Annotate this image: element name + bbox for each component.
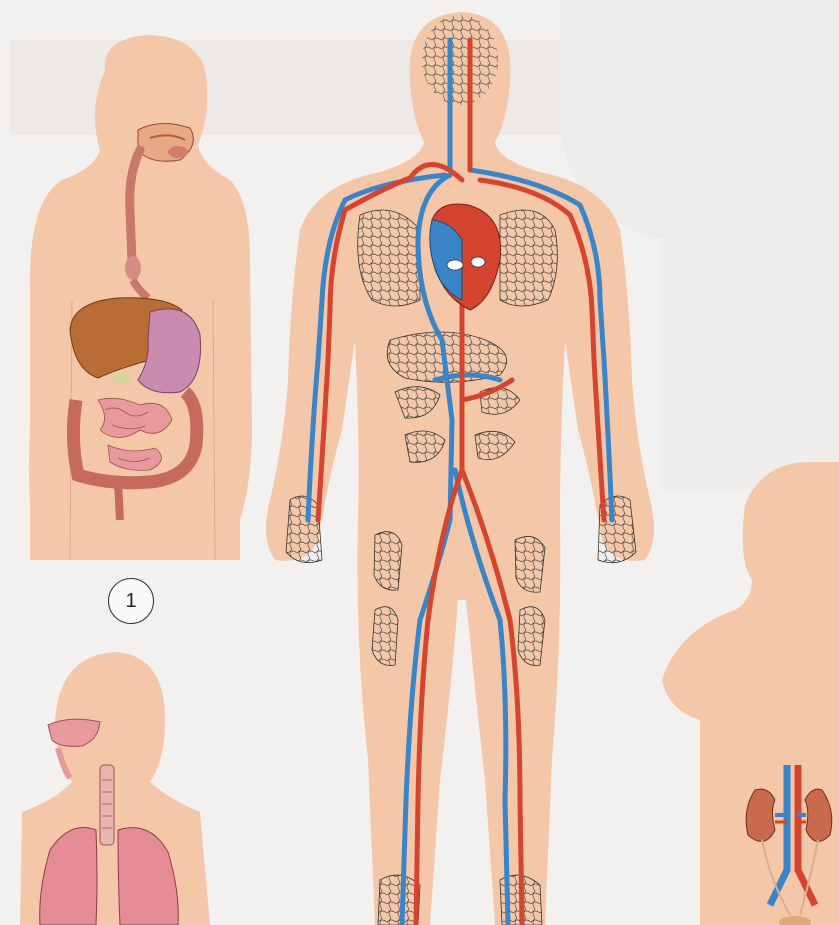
respiratory-system-figure [20,652,210,925]
trachea-icon [100,765,114,845]
digestive-system-figure [29,35,252,560]
panel-number-label: 1 [108,578,154,624]
circulatory-system-figure [266,12,654,925]
excretory-system-figure [662,462,839,925]
mouth-icon [138,123,193,161]
body-silhouette [662,462,839,925]
